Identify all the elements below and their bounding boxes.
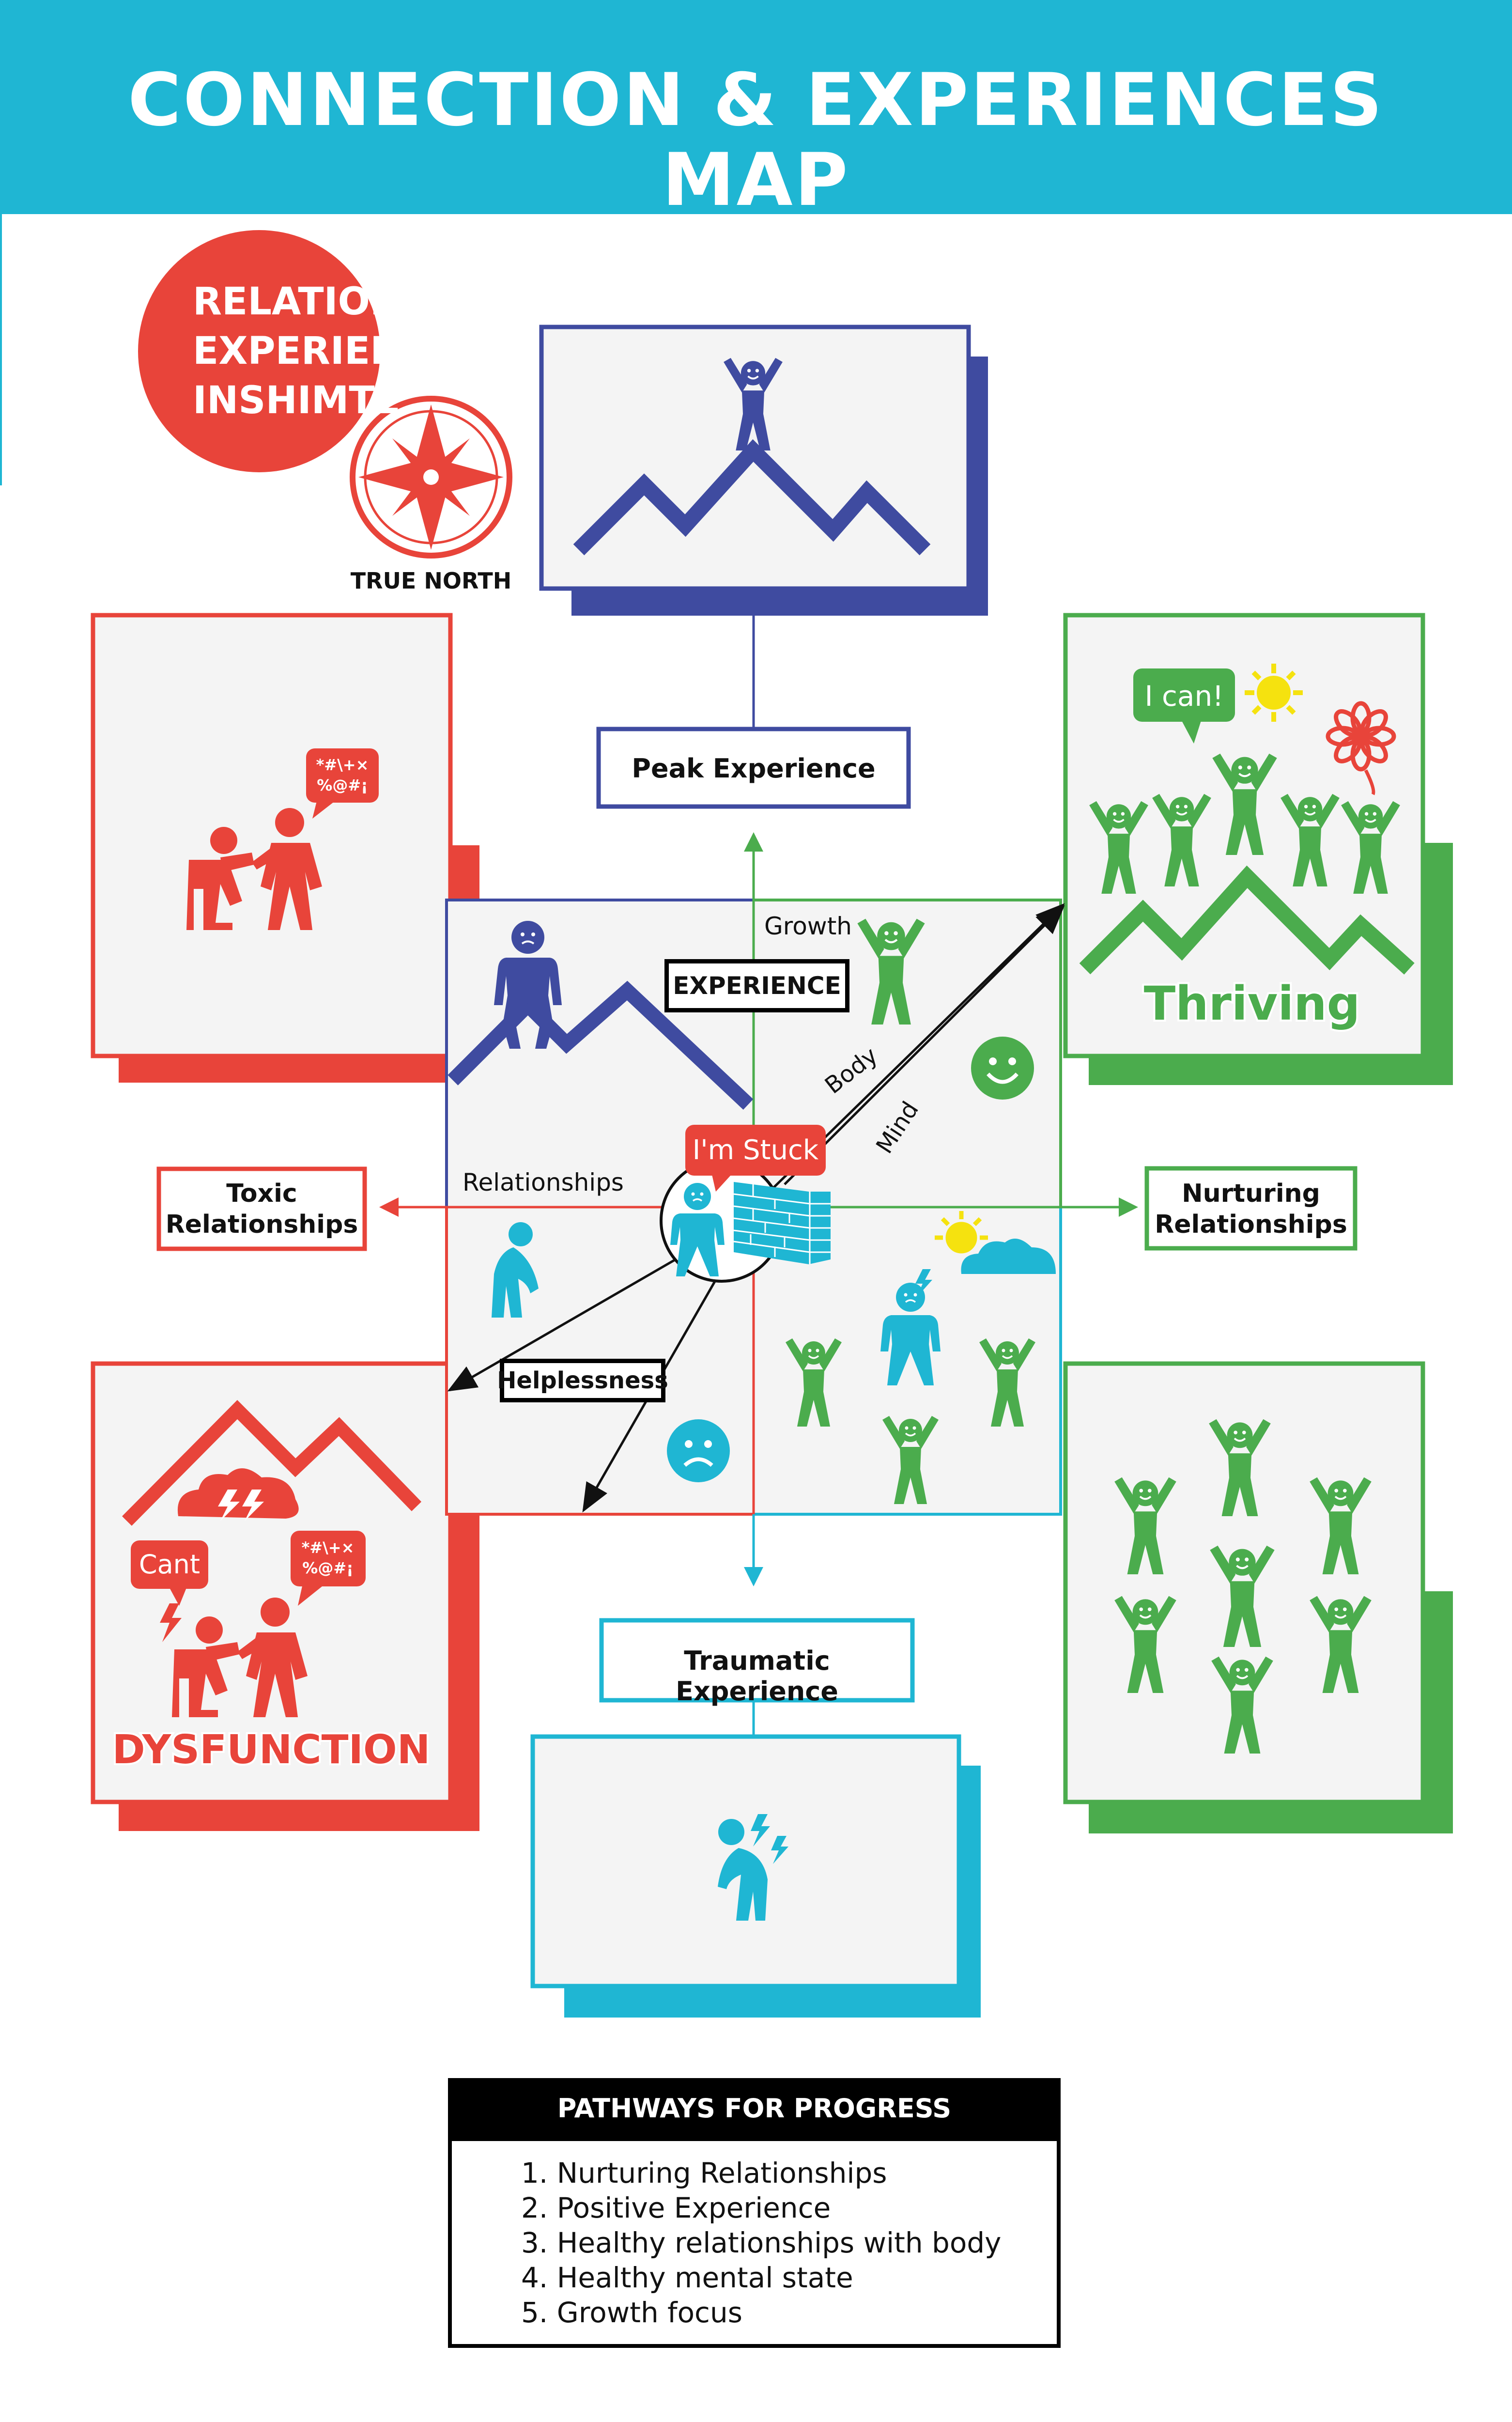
toxic-label-line1: Toxic bbox=[226, 1179, 297, 1208]
logo-badge bbox=[138, 230, 380, 472]
peak-experience-panel bbox=[539, 325, 988, 616]
swear-text-1: *#\+× bbox=[316, 756, 369, 774]
header-bar bbox=[0, 0, 1512, 214]
logo-line-1: RELATIONAL bbox=[193, 280, 455, 324]
legend-item: 4. Healthy mental state bbox=[521, 2261, 853, 2294]
thriving-label: Thriving bbox=[1144, 977, 1360, 1031]
mountain-icon bbox=[1079, 865, 1415, 975]
lightning-icon bbox=[915, 1269, 932, 1297]
relationships-label: Relationships bbox=[463, 1168, 624, 1196]
nurturing-label-line2: Relationships bbox=[1155, 1210, 1347, 1239]
page-title: CONNECTION & EXPERIENCES bbox=[127, 58, 1385, 142]
cant-text: Cant bbox=[139, 1549, 200, 1580]
legend-item: 2. Positive Experience bbox=[521, 2191, 831, 2224]
compass-label: TRUE NORTH bbox=[350, 568, 512, 594]
flower-icon bbox=[1326, 701, 1396, 795]
nurturing-label-line1: Nurturing bbox=[1182, 1179, 1320, 1208]
toxic-relationships-panel: *#\+× %@#¡ bbox=[91, 613, 479, 1083]
swear-text-4: %@#¡ bbox=[302, 1559, 353, 1577]
mountain-icon bbox=[573, 439, 931, 556]
traumatic-experience-panel bbox=[530, 1734, 981, 2018]
storm-cloud-icon bbox=[177, 1468, 299, 1521]
logo-line-2: EXPERIENTIAL bbox=[193, 329, 495, 373]
speech-bubble-icon: I can! bbox=[1133, 668, 1235, 744]
arguing-people-icon bbox=[160, 1598, 308, 1717]
swear-text-3: *#\+× bbox=[302, 1538, 355, 1557]
person-icon bbox=[670, 1183, 725, 1276]
experience-label: EXPERIENCE bbox=[664, 959, 849, 1012]
hunched-person-icon bbox=[718, 1814, 788, 1921]
arguing-people-icon bbox=[186, 808, 322, 930]
speech-bubble-icon: Cant bbox=[131, 1540, 208, 1606]
sun-icon bbox=[935, 1211, 988, 1254]
legend-item: 3. Healthy relationships with body bbox=[521, 2226, 1002, 2259]
nurturing-relationships-label: Nurturing Relationships bbox=[1149, 1178, 1353, 1240]
legend-title: PATHWAYS FOR PROGRESS bbox=[448, 2078, 1061, 2139]
sad-face-icon bbox=[667, 1419, 730, 1482]
compass-icon bbox=[350, 396, 512, 559]
mountain-icon bbox=[122, 1400, 422, 1526]
person-icon bbox=[494, 921, 562, 1049]
speech-bubble-icon: I'm Stuck bbox=[685, 1125, 826, 1192]
legend-item: 5. Growth focus bbox=[521, 2296, 742, 2329]
i-can-text: I can! bbox=[1145, 680, 1224, 713]
traumatic-experience-label: Traumatic Experience bbox=[676, 1646, 838, 1707]
logo-text: RELATIONAL EXPERIENTIAL INSHIMTE bbox=[193, 277, 495, 425]
toxic-label-line2: Relationships bbox=[165, 1210, 358, 1239]
dysfunction-panel: Cant *#\+× %@#¡ DYSFUNCTION bbox=[91, 1361, 479, 1831]
toxic-relationships-label: Toxic Relationships bbox=[161, 1178, 363, 1240]
legend-list: 1. Nurturing Relationships 2. Positive E… bbox=[448, 2137, 1061, 2348]
swear-text-2: %@#¡ bbox=[317, 776, 368, 794]
speech-bubble-icon: *#\+× %@#¡ bbox=[291, 1531, 366, 1606]
person-icon bbox=[880, 1283, 941, 1385]
growth-label: Growth bbox=[764, 912, 852, 940]
speech-bubble-icon: *#\+× %@#¡ bbox=[306, 748, 379, 819]
logo-line-3: INSHIMTE bbox=[193, 379, 401, 422]
nurturing-panel bbox=[1063, 1361, 1453, 1833]
mountain-icon bbox=[447, 980, 754, 1110]
legend-item: 1. Nurturing Relationships bbox=[521, 2157, 887, 2189]
hunched-person-icon bbox=[492, 1222, 539, 1318]
cloud-icon bbox=[961, 1239, 1056, 1274]
peak-experience-label: Peak Experience bbox=[632, 753, 876, 784]
smiley-icon bbox=[971, 1037, 1034, 1100]
sun-icon bbox=[1245, 664, 1303, 722]
brick-wall-icon bbox=[733, 1182, 831, 1264]
im-stuck-text: I'm Stuck bbox=[693, 1134, 819, 1166]
page-title-line2: MAP bbox=[662, 138, 850, 222]
dysfunction-label: DYSFUNCTION bbox=[112, 1727, 431, 1773]
thriving-panel: I can! Thriving bbox=[1063, 613, 1453, 1085]
helplessness-label: Helplessness bbox=[497, 1359, 668, 1402]
